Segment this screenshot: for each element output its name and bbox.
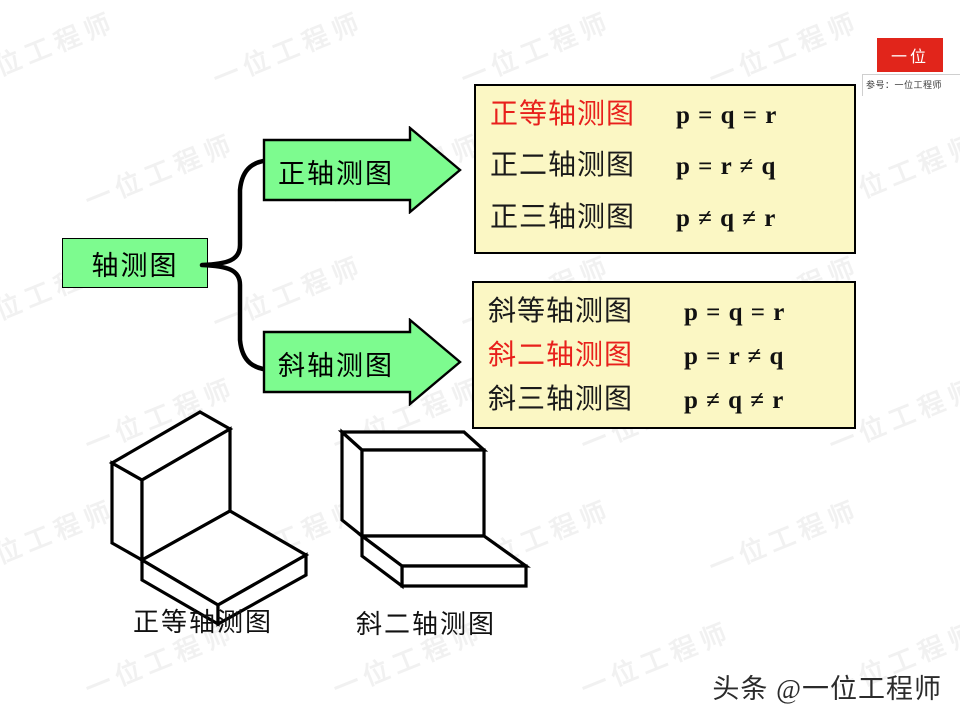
type-name: 正三轴测图 bbox=[490, 201, 636, 233]
type-formula: p = r ≠ q bbox=[684, 342, 785, 370]
type-name: 斜二轴测图 bbox=[488, 339, 634, 371]
type-formula: p = q = r bbox=[676, 102, 778, 129]
branch-arrow-orthographic: 正轴测图 bbox=[262, 126, 462, 214]
channel-watermark: 头条 @一位工程师 bbox=[712, 674, 942, 704]
brace-connector bbox=[199, 157, 277, 373]
brand-logo: 一位 bbox=[877, 38, 943, 72]
branch-arrow-oblique-label: 斜轴测图 bbox=[278, 350, 394, 381]
root-node-label: 轴测图 bbox=[91, 250, 179, 281]
type-name: 正等轴测图 bbox=[490, 99, 636, 130]
branch-arrow-oblique: 斜轴测图 bbox=[262, 318, 462, 406]
block-arrow-shape bbox=[262, 126, 462, 214]
oblique-types-panel: 斜等轴测图 p = q = r 斜二轴测图 p = r ≠ q 斜三轴测图 p … bbox=[472, 281, 856, 429]
brand-logo-text: 一位 bbox=[890, 49, 929, 66]
table-row: 斜三轴测图 p ≠ q ≠ r bbox=[474, 377, 854, 421]
root-node-axonometric: 轴测图 bbox=[62, 238, 208, 288]
orthographic-types-panel: 正等轴测图 p = q = r 正二轴测图 p = r ≠ q 正三轴测图 p … bbox=[474, 84, 856, 254]
brand-logo-caption: 参号：一位工程师 bbox=[866, 80, 943, 90]
type-formula: p = q = r bbox=[684, 299, 786, 326]
table-row: 斜二轴测图 p = r ≠ q bbox=[474, 333, 854, 377]
oblique-solid-drawing bbox=[337, 428, 531, 590]
type-formula: p = r ≠ q bbox=[676, 153, 777, 181]
table-row: 正三轴测图 p ≠ q ≠ r bbox=[476, 195, 854, 246]
type-formula: p ≠ q ≠ r bbox=[684, 386, 785, 414]
type-name: 斜三轴测图 bbox=[488, 383, 634, 415]
block-arrow-shape bbox=[262, 318, 462, 406]
isometric-solid-drawing bbox=[108, 410, 310, 627]
logo-divider bbox=[862, 74, 960, 75]
table-row: 斜等轴测图 p = q = r bbox=[474, 289, 854, 333]
type-name: 正二轴测图 bbox=[490, 150, 636, 182]
type-name: 斜等轴测图 bbox=[488, 296, 634, 327]
table-row: 正等轴测图 p = q = r bbox=[476, 92, 854, 143]
table-row: 正二轴测图 p = r ≠ q bbox=[476, 143, 854, 194]
isometric-drawing-caption: 正等轴测图 bbox=[133, 608, 274, 637]
type-formula: p ≠ q ≠ r bbox=[676, 204, 777, 232]
branch-arrow-orthographic-label: 正轴测图 bbox=[278, 158, 394, 189]
logo-divider-vertical bbox=[862, 74, 863, 96]
oblique-drawing-caption: 斜二轴测图 bbox=[356, 610, 497, 639]
